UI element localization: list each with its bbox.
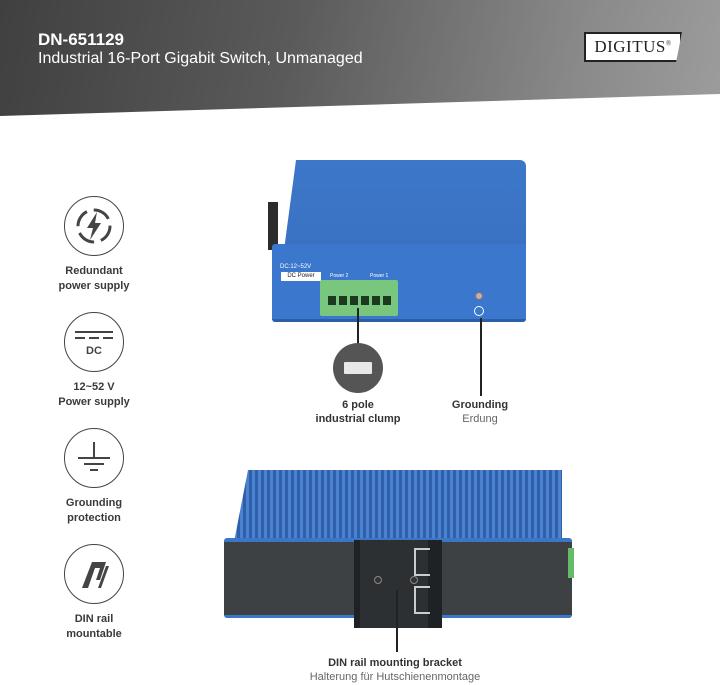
din-rail-bracket — [354, 540, 442, 628]
heatsink-fins — [234, 470, 562, 542]
product-description: Industrial 16-Port Gigabit Switch, Unman… — [38, 50, 363, 67]
din-callout: DIN rail mounting bracket Halterung für … — [309, 657, 481, 683]
switch-housing-top — [284, 160, 526, 250]
brand-logo: DIGITUS® — [584, 32, 682, 62]
brand-name: DIGITUS® — [594, 37, 672, 56]
terminal-edge — [568, 548, 574, 578]
ground-symbol-icon — [474, 306, 484, 316]
din-pointer-line — [396, 590, 398, 652]
side-bracket — [268, 202, 278, 250]
clump-pointer-line — [357, 308, 359, 344]
dc-icon: DC — [64, 312, 124, 372]
clump-callout: 6 pole industrial clump — [315, 399, 401, 425]
lightning-bolt-icon — [64, 196, 124, 256]
svg-text:DC: DC — [86, 345, 102, 357]
product-model: DN-651129 — [38, 30, 125, 49]
switch-front-panel — [272, 244, 526, 322]
ground-screw — [475, 292, 483, 300]
voltage-label: DC:12~52V — [280, 264, 312, 270]
terminal-block — [320, 280, 398, 316]
switch-rear-view — [224, 470, 574, 628]
power2-label: Power 2 — [330, 273, 349, 279]
grounding-callout: Grounding Erdung — [451, 399, 509, 425]
terminal-plug-icon — [333, 343, 383, 393]
din-rail-icon — [64, 544, 124, 604]
switch-front-view: DC:12~52V DC Power Power 2 Power 1 — [268, 160, 526, 322]
power1-label: Power 1 — [370, 273, 389, 279]
dc-power-label: DC Power — [281, 272, 321, 281]
grounding-pointer-line — [480, 318, 482, 396]
ground-icon — [64, 428, 124, 488]
